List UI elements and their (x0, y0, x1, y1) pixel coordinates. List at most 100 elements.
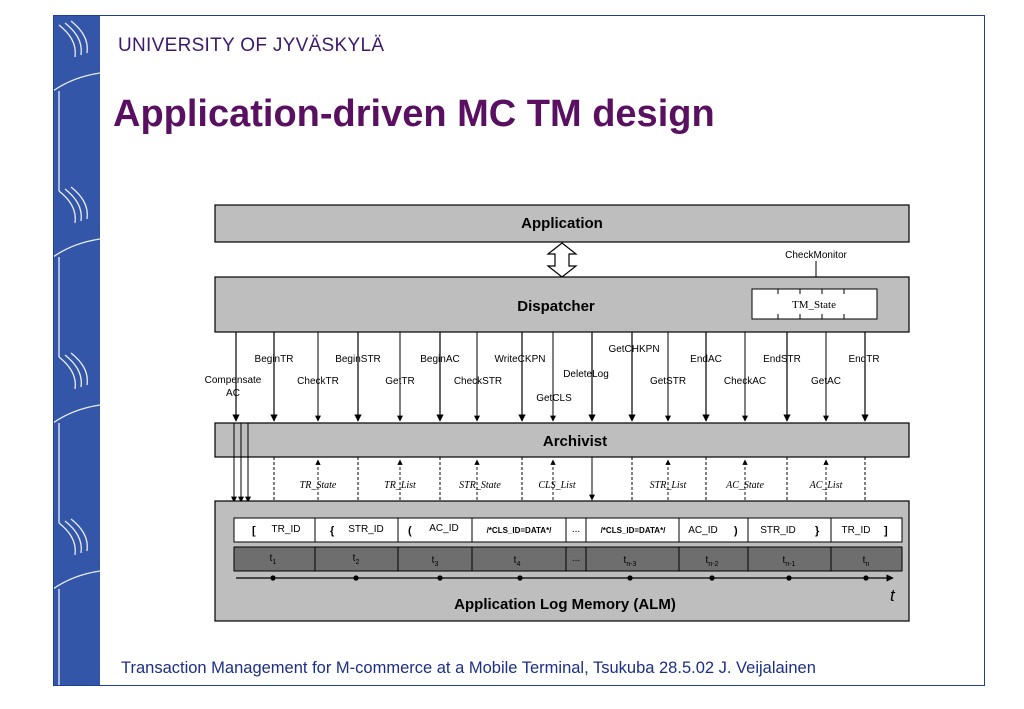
log-bracket-str-close: } (815, 525, 820, 537)
return-cls-list: CLS_List (538, 459, 576, 500)
application-label: Application (521, 215, 603, 232)
query-check-tr: CheckTR (297, 332, 339, 422)
slide-frame (53, 15, 985, 686)
svg-text:EndAC: EndAC (690, 354, 722, 365)
check-monitor-label: CheckMonitor (785, 250, 847, 261)
call-compensate-ac: Compensate AC (205, 332, 262, 422)
log-cell-str-id-end: STR_ID (760, 525, 796, 536)
time-cell-ellipsis: ... (572, 553, 580, 564)
slide-title: Application-driven MC TM design (113, 93, 715, 135)
returns: TR_State TR_List STR_State CLS_List STR_… (300, 459, 843, 500)
svg-text:Compensate: Compensate (205, 375, 262, 386)
svg-text:BeginAC: BeginAC (420, 354, 459, 365)
log-bracket-ac-close: ) (734, 525, 738, 537)
svg-text:CheckSTR: CheckSTR (454, 376, 502, 387)
query-get-str: GetSTR (650, 332, 686, 422)
call-begin-ac: BeginAC (420, 332, 460, 422)
time-cell-4: t4 (514, 555, 521, 568)
query-get-tr: GetTR (385, 332, 415, 422)
return-tr-list: TR_List (384, 459, 416, 500)
time-cell-n-3: tn-3 (624, 555, 637, 568)
call-delete-log: DeleteLog (563, 332, 609, 422)
log-cell-str-id: STR_ID (348, 524, 384, 535)
down-calls: Compensate AC BeginTR BeginSTR BeginAC W… (205, 332, 880, 422)
log-bracket-str-open: { (330, 525, 335, 537)
call-begin-tr: BeginTR (255, 332, 294, 422)
university-emblem-pattern (52, 20, 101, 686)
svg-text:AC_List: AC_List (809, 480, 843, 491)
svg-text:GetCLS: GetCLS (536, 393, 572, 404)
svg-text:DeleteLog: DeleteLog (563, 369, 609, 380)
log-cell-ac-id: AC_ID (429, 523, 458, 534)
emblem-1 (52, 20, 101, 191)
log-cells: [ TR_ID { STR_ID ( AC_ID /*CLS_ID=DATA*/… (233, 517, 903, 543)
university-name: UNIVERSITY OF JYVÄSKYLÄ (118, 35, 385, 56)
time-cell-n-2: tn-2 (706, 555, 719, 568)
log-cell-cls-data-2: /*CLS_ID=DATA*/ (601, 526, 667, 535)
svg-text:STR_List: STR_List (650, 480, 687, 491)
query-check-str: CheckSTR (454, 332, 502, 422)
time-cells: t1 t2 t3 t4 ... tn-3 tn-2 tn-1 tn (233, 546, 903, 572)
call-end-tr: EndTR (848, 332, 880, 422)
alm-label: Application Log Memory (ALM) (454, 596, 676, 613)
return-ac-state: AC_State (725, 459, 764, 500)
svg-text:GetSTR: GetSTR (650, 376, 686, 387)
svg-text:GetTR: GetTR (385, 376, 414, 387)
application-box (214, 204, 910, 243)
emblem-2 (52, 186, 101, 357)
svg-text:AC: AC (226, 388, 240, 399)
query-get-cls: GetCLS (536, 332, 572, 422)
log-cell-ac-id-end: AC_ID (688, 525, 717, 536)
svg-text:GetAC: GetAC (811, 376, 841, 387)
svg-text:EndSTR: EndSTR (763, 354, 801, 365)
time-cell-1: t1 (270, 553, 277, 566)
call-end-str: EndSTR (763, 332, 801, 422)
archivist-label: Archivist (543, 433, 607, 450)
tm-state-box (751, 288, 878, 320)
time-cell-2: t2 (353, 553, 360, 566)
time-axis-label: t (890, 586, 896, 605)
log-cell-ellipsis: ... (572, 524, 580, 535)
svg-text:BeginTR: BeginTR (255, 354, 294, 365)
svg-text:GetCHKPN: GetCHKPN (608, 344, 659, 355)
footer-caption: Transaction Management for M-commerce at… (121, 659, 816, 677)
log-bracket-ac-open: ( (408, 525, 412, 537)
log-cell-cls-data-1: /*CLS_ID=DATA*/ (487, 526, 553, 535)
svg-text:CLS_List: CLS_List (538, 480, 575, 491)
log-bracket-tr-open: [ (252, 525, 256, 537)
svg-text:CheckTR: CheckTR (297, 376, 339, 387)
query-check-ac: CheckAC (724, 332, 766, 422)
svg-text:EndTR: EndTR (848, 354, 879, 365)
svg-text:STR_State: STR_State (459, 480, 501, 491)
log-bracket-tr-close: ] (884, 525, 888, 537)
return-tr-state: TR_State (300, 459, 337, 500)
return-ac-list: AC_List (809, 459, 843, 500)
emblem-4 (52, 518, 101, 686)
svg-text:CheckAC: CheckAC (724, 376, 766, 387)
tm-state-label: TM_State (792, 299, 836, 311)
call-begin-str: BeginSTR (335, 332, 381, 422)
log-cell-tr-id: TR_ID (272, 524, 301, 535)
time-cell-n-1: tn-1 (783, 555, 796, 568)
time-cell-3: t3 (432, 555, 439, 568)
call-end-ac: EndAC (690, 332, 722, 422)
log-cell-tr-id-end: TR_ID (842, 525, 871, 536)
query-get-ac: GetAC (811, 332, 841, 422)
return-str-state: STR_State (459, 459, 501, 500)
svg-text:BeginSTR: BeginSTR (335, 354, 381, 365)
dispatcher-label: Dispatcher (517, 298, 595, 315)
time-cell-n: tn (863, 555, 870, 568)
call-write-ckpn: WriteCKPN (495, 332, 546, 422)
svg-text:AC_State: AC_State (725, 480, 764, 491)
time-axis: t (236, 574, 896, 605)
svg-text:WriteCKPN: WriteCKPN (495, 354, 546, 365)
emblem-3 (52, 352, 101, 523)
archivist-box (214, 422, 910, 458)
query-calls: CheckTR GetTR CheckSTR GetCLS GetSTR Che… (297, 332, 841, 422)
svg-text:TR_List: TR_List (384, 480, 416, 491)
return-str-list: STR_List (650, 459, 687, 500)
app-dispatcher-link (546, 242, 578, 278)
sidebar-decoration (52, 15, 101, 686)
